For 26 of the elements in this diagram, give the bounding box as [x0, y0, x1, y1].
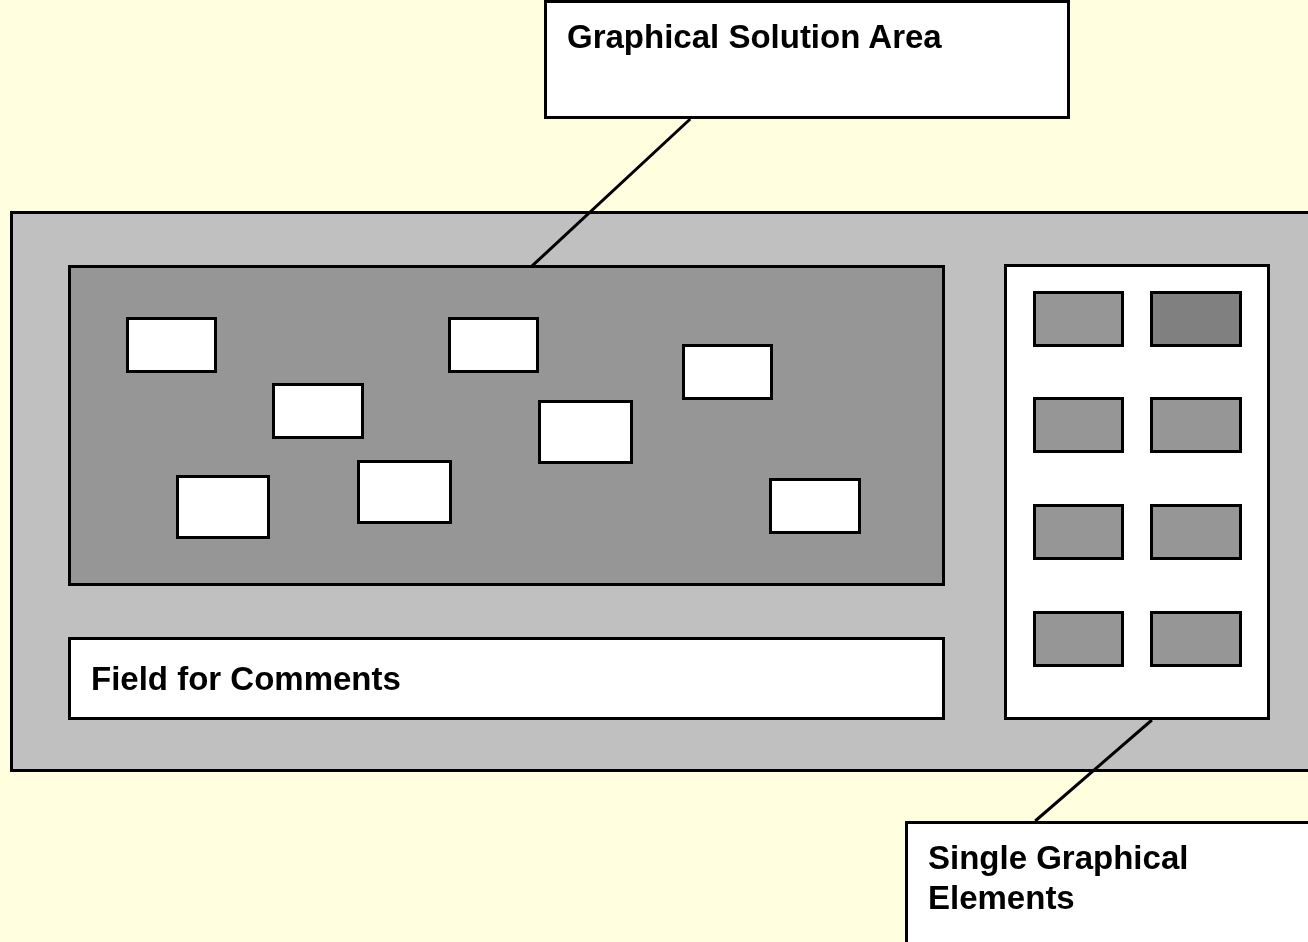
palette-tile	[1033, 611, 1124, 667]
element-box	[126, 317, 217, 373]
callout-box	[905, 821, 1308, 942]
element-box	[176, 475, 270, 539]
editor-frame	[10, 211, 1308, 772]
leader-line	[1034, 718, 1153, 823]
element-box	[769, 478, 861, 534]
palette-tile	[1033, 504, 1124, 560]
label-text: Single Graphical Elements	[928, 838, 1190, 918]
element-box	[357, 460, 452, 524]
element-box	[682, 344, 773, 400]
element-box	[538, 400, 633, 464]
label-text: Graphical Solution Area	[567, 17, 942, 57]
palette-tile	[1150, 397, 1242, 453]
palette-tile	[1033, 291, 1124, 347]
element-box	[272, 383, 364, 439]
palette-tile	[1150, 611, 1242, 667]
comment-field	[68, 637, 945, 720]
palette-tile	[1150, 291, 1242, 347]
palette-tile	[1150, 504, 1242, 560]
element-box	[448, 317, 539, 373]
label-text: Field for Comments	[91, 658, 401, 699]
palette-panel	[1004, 264, 1270, 720]
palette-tile	[1033, 397, 1124, 453]
solution-area	[68, 265, 945, 586]
callout-box	[544, 0, 1070, 119]
